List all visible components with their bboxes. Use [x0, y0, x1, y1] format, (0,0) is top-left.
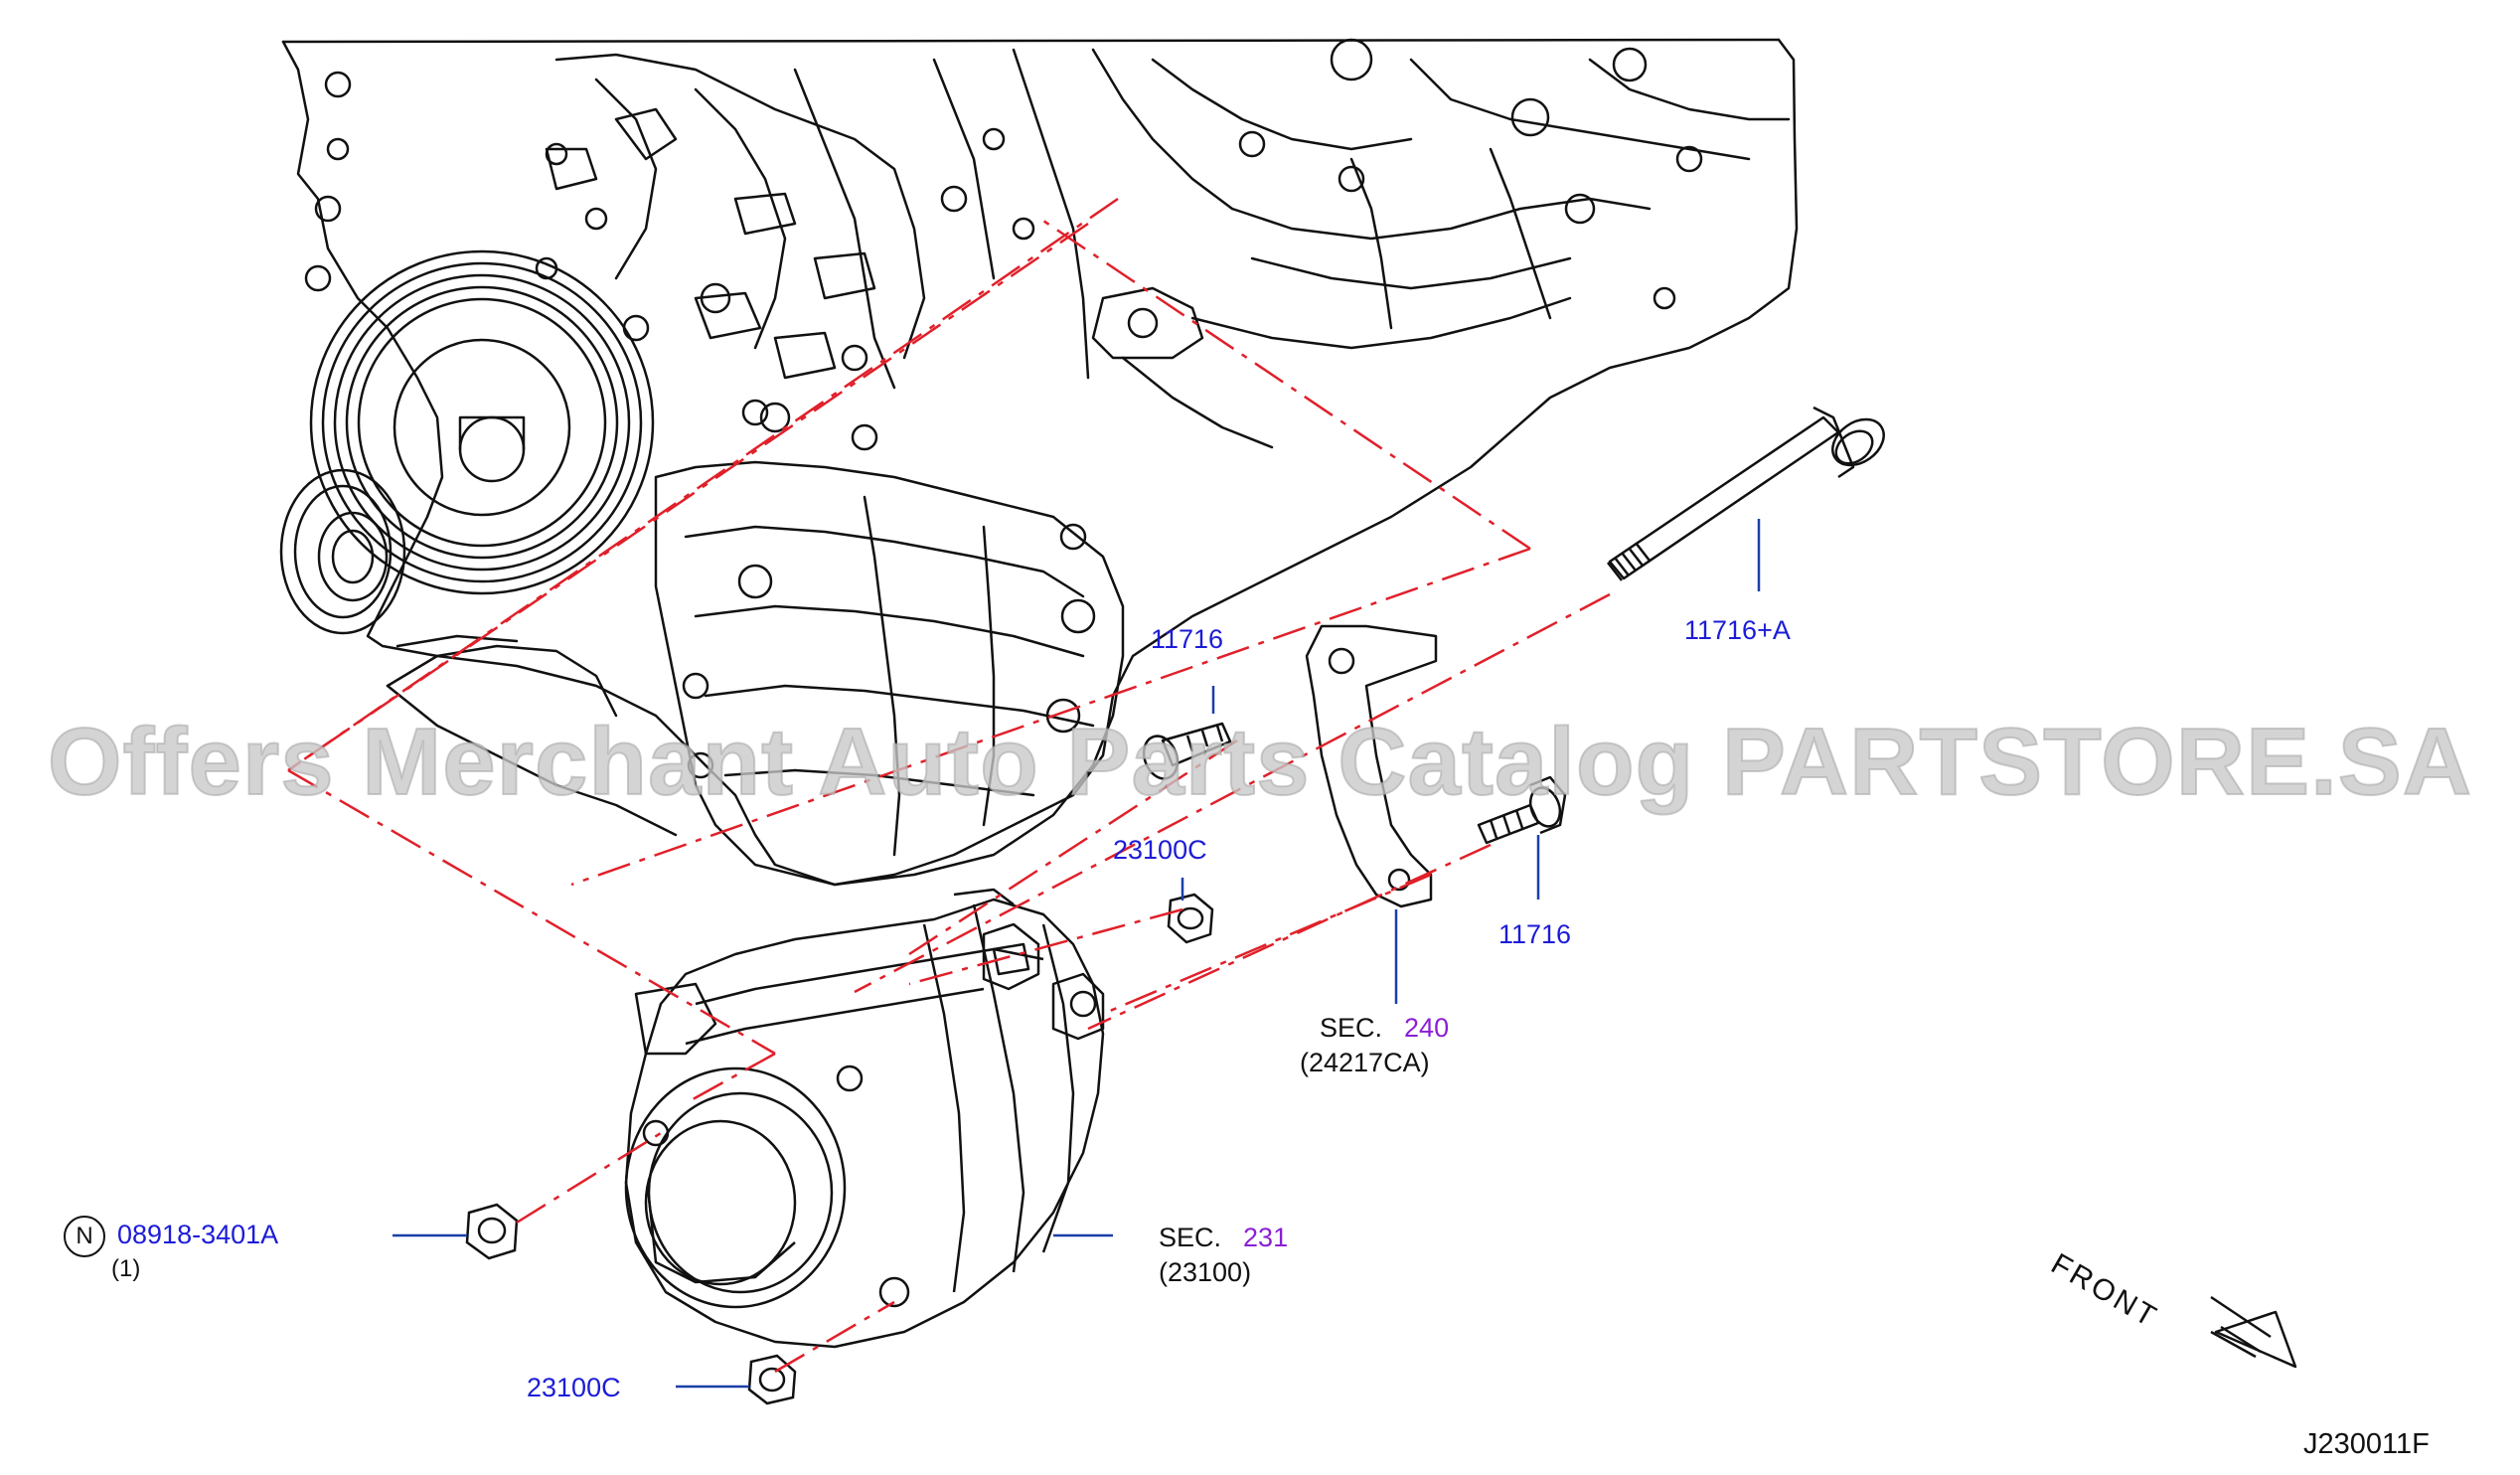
sec-number[interactable]: 231 — [1243, 1223, 1289, 1252]
diagram-code: J230011F — [2303, 1428, 2430, 1460]
engine-block — [279, 38, 1799, 887]
alternator-bracket — [1305, 624, 1438, 908]
n-marker-icon: N — [64, 1216, 105, 1257]
label-08918-3401a[interactable]: 08918-3401A — [117, 1220, 279, 1249]
sec-number[interactable]: 240 — [1404, 1013, 1450, 1043]
bolt-11716-upper — [1142, 722, 1232, 780]
assembly-lines — [287, 197, 1611, 1374]
label-11716-upper[interactable]: 11716 — [1151, 624, 1224, 654]
nut-23100c-lower — [747, 1354, 797, 1405]
label-11716-a[interactable]: 11716+A — [1684, 615, 1791, 645]
label-quantity: (1) — [111, 1255, 141, 1282]
leader-lines — [393, 519, 1761, 1389]
label-23100c-upper[interactable]: 23100C — [1113, 835, 1207, 865]
label-sec-231[interactable]: SEC. 231 — [1159, 1223, 1288, 1252]
label-11716-lower[interactable]: 11716 — [1498, 919, 1572, 949]
label-23100: (23100) — [1159, 1257, 1252, 1287]
front-arrow-icon — [2210, 1295, 2297, 1369]
label-24217ca: (24217CA) — [1300, 1048, 1430, 1077]
bolt-11716-lower — [1477, 775, 1567, 845]
sec-word: SEC. — [1159, 1223, 1222, 1252]
nut-08918-3401a — [465, 1203, 519, 1260]
label-sec-240[interactable]: SEC. 240 — [1320, 1013, 1449, 1043]
alternator — [624, 888, 1105, 1349]
label-23100c-lower[interactable]: 23100C — [527, 1373, 621, 1402]
nut-23100c-upper — [1167, 893, 1214, 944]
long-bolt-11716-a — [1607, 406, 1885, 581]
sec-word: SEC. — [1320, 1013, 1383, 1043]
